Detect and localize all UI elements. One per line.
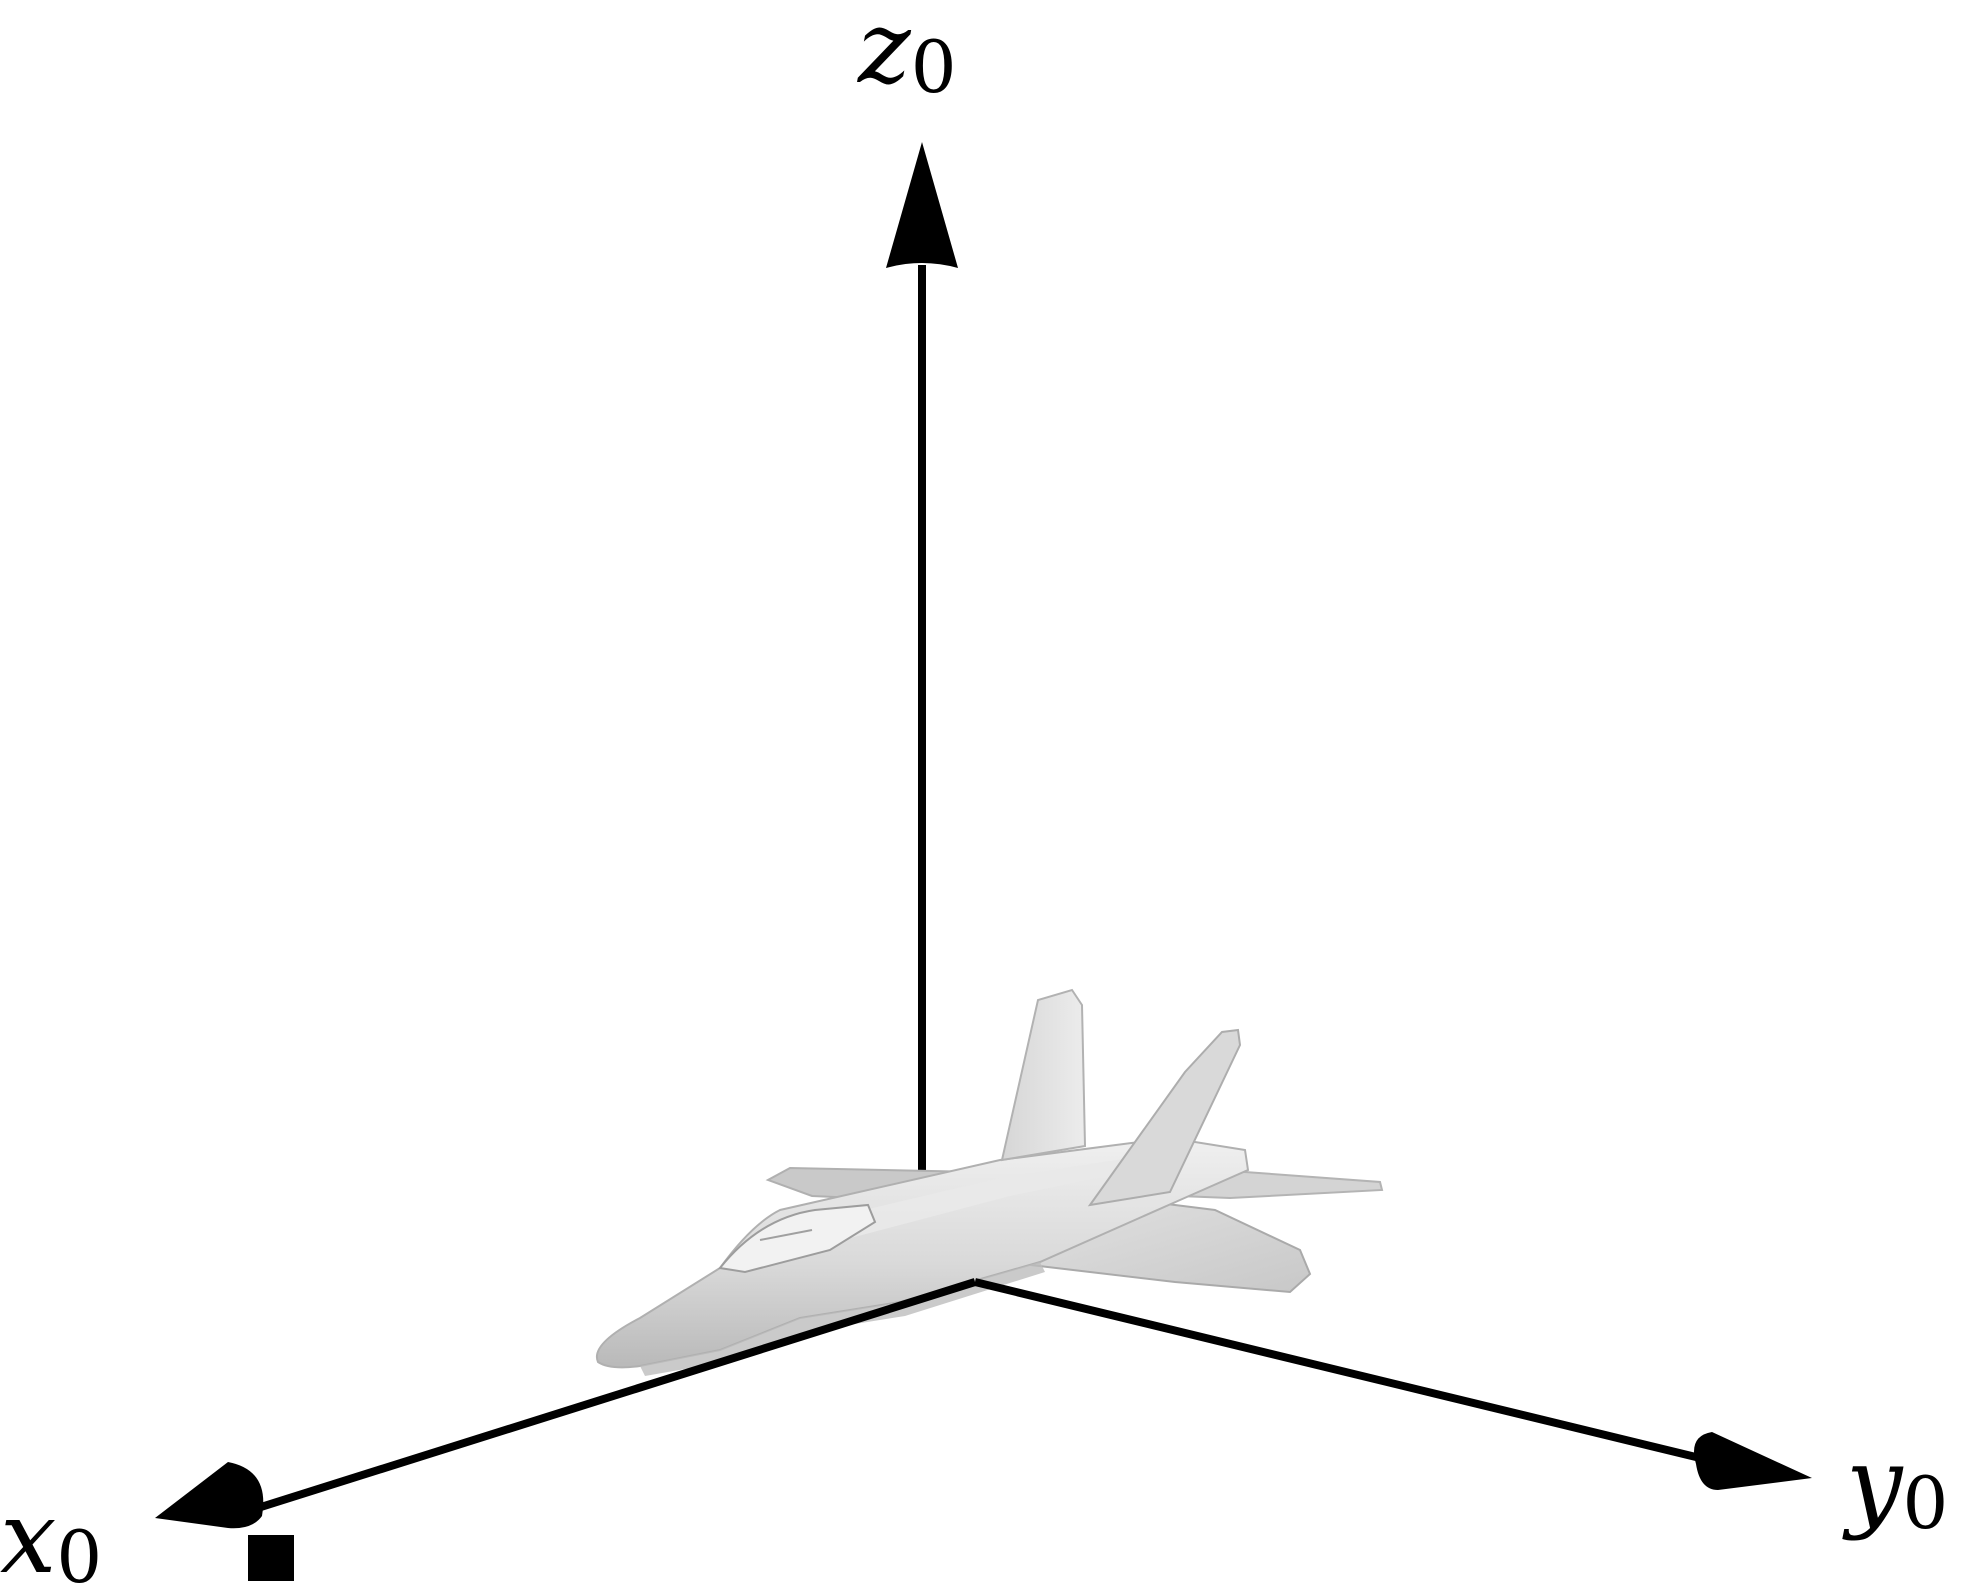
x-axis-label: x0 bbox=[0, 1479, 102, 1584]
aircraft-left-fin bbox=[1000, 988, 1087, 1162]
x-axis-subscript: 0 bbox=[56, 1515, 102, 1584]
z-axis-arrowhead bbox=[886, 142, 958, 268]
aircraft bbox=[595, 988, 1384, 1376]
aircraft-spine bbox=[800, 1150, 1186, 1246]
z-axis-label: z0 bbox=[857, 0, 957, 109]
y-axis-label: y0 bbox=[1842, 1425, 1948, 1545]
z-axis-symbol: z bbox=[857, 0, 912, 106]
y-axis bbox=[974, 1278, 1812, 1490]
aircraft-fuselage bbox=[595, 1136, 1250, 1369]
aircraft-canopy-frame bbox=[759, 1229, 813, 1241]
x-axis-arrowhead bbox=[155, 1462, 264, 1529]
y-axis-line bbox=[974, 1278, 1701, 1462]
y-axis-subscript: 0 bbox=[1903, 1461, 1949, 1545]
x-axis-line bbox=[243, 1278, 977, 1516]
aircraft-right-fin bbox=[1087, 1028, 1242, 1207]
origin-square-marker bbox=[248, 1535, 294, 1581]
x-axis-symbol: x bbox=[0, 1479, 56, 1584]
x-axis bbox=[155, 1278, 977, 1529]
aircraft-canopy bbox=[718, 1203, 877, 1274]
y-axis-symbol: y bbox=[1842, 1425, 1904, 1542]
z-axis bbox=[886, 142, 958, 1178]
y-axis-arrowhead bbox=[1694, 1432, 1812, 1490]
z-axis-subscript: 0 bbox=[911, 25, 957, 109]
